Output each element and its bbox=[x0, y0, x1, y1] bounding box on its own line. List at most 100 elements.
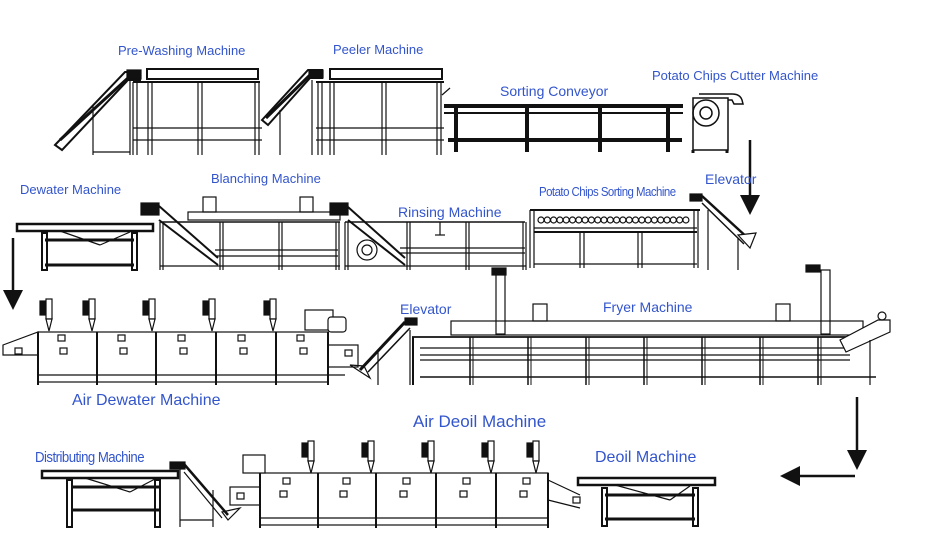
nozzle bbox=[177, 334, 186, 342]
fan-housing bbox=[532, 440, 540, 462]
roller bbox=[587, 216, 596, 224]
fan-housing bbox=[269, 298, 277, 320]
roller bbox=[663, 216, 671, 224]
pre-washing-machine bbox=[132, 68, 262, 155]
label-rinsing-machine: Rinsing Machine bbox=[398, 204, 502, 220]
roller bbox=[562, 216, 570, 224]
nozzle bbox=[239, 347, 248, 355]
roller bbox=[581, 216, 589, 224]
nozzle bbox=[402, 477, 411, 485]
fan-unit bbox=[82, 298, 96, 332]
distributing-elevator bbox=[169, 461, 242, 527]
fan-housing bbox=[367, 440, 375, 462]
fryer-machine bbox=[412, 264, 891, 385]
roller bbox=[600, 216, 608, 224]
fan-unit bbox=[526, 440, 540, 474]
label-elevator-1: Elevator bbox=[705, 171, 757, 187]
nozzle bbox=[279, 490, 288, 498]
fan-housing bbox=[487, 440, 495, 462]
air-dewater-nozzles bbox=[14, 334, 353, 357]
label-peeler-machine: Peeler Machine bbox=[333, 42, 424, 57]
fan-cone bbox=[487, 460, 495, 474]
fan-cone bbox=[427, 460, 435, 474]
nozzle bbox=[342, 477, 351, 485]
fan-housing bbox=[88, 298, 96, 320]
roller bbox=[682, 216, 690, 224]
cutter-machine bbox=[691, 93, 744, 153]
fan-cone bbox=[208, 318, 216, 332]
label-sorting-conveyor: Sorting Conveyor bbox=[500, 83, 609, 99]
sorting-conveyor bbox=[444, 104, 683, 152]
flow-arrow-down-icon bbox=[847, 397, 867, 470]
air-deoil-legs bbox=[259, 473, 549, 528]
roller bbox=[575, 216, 583, 224]
nozzle bbox=[344, 349, 353, 357]
fan-unit bbox=[481, 440, 495, 474]
label-blanching-machine: Blanching Machine bbox=[211, 171, 321, 186]
roller bbox=[631, 216, 640, 224]
air-dewater-fans bbox=[39, 298, 277, 332]
roller bbox=[675, 216, 684, 224]
fan-housing bbox=[307, 440, 315, 462]
roller bbox=[619, 216, 627, 224]
nozzle bbox=[339, 490, 348, 498]
nozzle bbox=[14, 347, 23, 355]
nozzle bbox=[459, 490, 468, 498]
roller bbox=[543, 216, 551, 224]
nozzle bbox=[522, 477, 531, 485]
nozzle bbox=[299, 347, 308, 355]
roller bbox=[669, 216, 677, 224]
peeler-machine bbox=[316, 68, 451, 155]
fan-unit bbox=[301, 440, 315, 474]
fan-cone bbox=[532, 460, 540, 474]
blanching-machine bbox=[140, 196, 341, 270]
roller bbox=[568, 216, 577, 224]
label-cutter-machine: Potato Chips Cutter Machine bbox=[652, 68, 819, 83]
nozzle bbox=[399, 490, 408, 498]
roller bbox=[606, 216, 614, 224]
flow-arrow-down-icon bbox=[740, 140, 760, 215]
nozzle bbox=[236, 492, 245, 500]
fan-unit bbox=[361, 440, 375, 474]
fan-housing bbox=[148, 298, 156, 320]
roller bbox=[638, 216, 646, 224]
roller bbox=[644, 216, 652, 224]
label-air-dewater-machine: Air Dewater Machine bbox=[72, 392, 221, 409]
fan-cone bbox=[148, 318, 156, 332]
fryer-legs bbox=[469, 337, 822, 385]
label-fryer-machine: Fryer Machine bbox=[603, 299, 693, 315]
nozzle bbox=[179, 347, 188, 355]
nozzle bbox=[296, 334, 305, 342]
elevator-1 bbox=[689, 193, 757, 270]
nozzle bbox=[519, 490, 528, 498]
fan-unit bbox=[421, 440, 435, 474]
label-deoil-machine: Deoil Machine bbox=[595, 449, 697, 466]
fan-unit bbox=[263, 298, 277, 332]
nozzle bbox=[237, 334, 246, 342]
air-deoil-fans bbox=[301, 440, 540, 474]
sorting-rollers bbox=[537, 216, 690, 224]
nozzle bbox=[57, 334, 66, 342]
roller bbox=[537, 216, 545, 224]
nozzle bbox=[462, 477, 471, 485]
pre-washing-feeder bbox=[53, 69, 142, 155]
chips-sorting-machine bbox=[529, 209, 700, 268]
fan-housing bbox=[427, 440, 435, 462]
deoil-machine bbox=[576, 476, 717, 527]
label-pre-washing-machine: Pre-Washing Machine bbox=[118, 43, 246, 58]
label-chips-sorting-machine: Potato Chips Sorting Machine bbox=[539, 184, 676, 199]
roller bbox=[657, 216, 665, 224]
fan-housing bbox=[45, 298, 53, 320]
air-deoil-machine bbox=[229, 440, 581, 528]
fan-unit bbox=[202, 298, 216, 332]
flow-arrow-down-icon bbox=[3, 238, 23, 310]
nozzle bbox=[117, 334, 126, 342]
roller bbox=[650, 216, 659, 224]
fan-cone bbox=[45, 318, 53, 332]
rinsing-machine bbox=[329, 202, 527, 270]
roller bbox=[549, 216, 558, 224]
nozzle bbox=[572, 496, 581, 504]
fan-cone bbox=[307, 460, 315, 474]
air-dewater-machine bbox=[2, 298, 359, 385]
